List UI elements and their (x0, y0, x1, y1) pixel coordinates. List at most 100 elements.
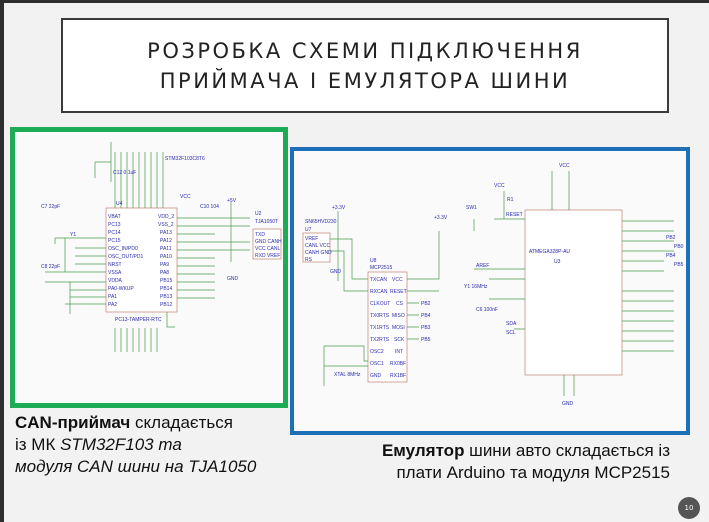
gnd-label: GND (330, 269, 342, 275)
caption-text: складається (130, 413, 233, 432)
pin-label: PA9 (160, 262, 169, 268)
pin-label: RESET (390, 289, 407, 295)
title-line-1: РОЗРОБКА СХЕМИ ПІДКЛЮЧЕННЯ (147, 38, 583, 63)
pin-label: PB14 (160, 286, 172, 292)
c7-label: C7 22pF (41, 204, 60, 210)
pin-label: PB15 (160, 278, 172, 284)
vcc-label: VCC (494, 183, 505, 189)
pin-label: GND (370, 373, 382, 379)
pin-label: INT (395, 349, 403, 355)
c6-label: C6 100nF (476, 307, 498, 313)
pin-label: OSC_IN/PD0 (108, 246, 138, 252)
pin-label: VSSA (108, 270, 122, 276)
caption-italic: STM32F103 та (60, 435, 182, 454)
pin-label: TX0RTS (370, 313, 390, 319)
pin-label: PA0-WKUP (108, 286, 134, 292)
can-receiver-schematic: U4 STM32F103C8T6 PC13-TAMPER-RTC VBAT PC… (10, 127, 288, 408)
pin-label: PA11 (160, 246, 172, 252)
port-label: PB0 (674, 244, 684, 250)
pin-label: RX1BF (390, 373, 406, 379)
pin-label: OSC2 (370, 349, 384, 355)
pin-label: SCK (394, 337, 405, 343)
port-label: PB4 (421, 313, 431, 319)
mcu-ref: U4 (116, 201, 123, 207)
pin-label: PA1 (108, 294, 117, 300)
caption-italic: модуля CAN шини на TJA1050 (15, 457, 257, 476)
rtc-label: PC13-TAMPER-RTC (115, 317, 162, 323)
mcu-name: STM32F103C8T6 (165, 156, 205, 162)
emulator-caption: Емулятор шини авто складається із плати … (330, 440, 670, 484)
c10-label: C10 104 (200, 204, 219, 210)
pin-label: RXCAN (370, 289, 388, 295)
pin-label: PC14 (108, 230, 121, 236)
pin-label: OSC_OUT/PD1 (108, 254, 144, 260)
pin-label: VDD_2 (158, 214, 174, 220)
mcp-ref: U8 (370, 258, 377, 264)
pin-label: PA8 (160, 270, 169, 276)
v5-label: +5V (227, 198, 237, 204)
bus-emulator-schematic: U7 SN65HVD230 VREF CANL VCC CANH GND RS … (290, 147, 690, 435)
sn-name: SN65HVD230 (305, 219, 337, 225)
pin-label: RXD VREF (255, 253, 280, 259)
port-label: PB2 (666, 235, 676, 241)
port-label: PB4 (666, 253, 676, 259)
caption-text: із МК (15, 435, 61, 454)
pin-label: TX2RTS (370, 337, 390, 343)
atmega-name: ATMEGA328P-AU (529, 249, 570, 255)
arduino-mcp2515-schematic: U7 SN65HVD230 VREF CANL VCC CANH GND RS … (302, 163, 684, 407)
port-label: PB5 (674, 262, 684, 268)
title-box: РОЗРОБКА СХЕМИ ПІДКЛЮЧЕННЯ ПРИЙМАЧА І ЕМ… (61, 18, 669, 113)
port-label: PB2 (421, 301, 431, 307)
pin-label: TXD (255, 232, 265, 238)
vcc-label-2: VCC (559, 163, 570, 169)
pin-label: NRST (108, 262, 122, 268)
pin-label: PC15 (108, 238, 121, 244)
pin-label: VSS_2 (158, 222, 174, 228)
v33-label: +3.3V (332, 205, 346, 211)
pin-label: PA13 (160, 230, 172, 236)
pin-label: CLKOUT (370, 301, 390, 307)
y1-label: Y1 16MHz (464, 284, 488, 290)
port-label: PB5 (421, 337, 431, 343)
pin-label: MOSI (392, 325, 405, 331)
pin-label: VBAT (108, 214, 121, 220)
vcc-label: VCC (180, 194, 191, 200)
caption-bold: Емулятор (381, 441, 465, 460)
mcp-name: MCP2515 (370, 265, 392, 271)
xtal-label: XTAL 8MHz (334, 372, 361, 378)
caption-bold: CAN-приймач (15, 413, 131, 432)
pin-label: TXCAN (370, 277, 387, 283)
sn-ref: U7 (305, 227, 312, 233)
pin-label: VREF (305, 236, 318, 242)
pin-label: PC13 (108, 222, 121, 228)
stm32-schematic: U4 STM32F103C8T6 PC13-TAMPER-RTC VBAT PC… (41, 142, 282, 352)
pin-label: GND CANH (255, 239, 282, 245)
pin-label: PA12 (160, 238, 172, 244)
pin-label: VCC (392, 277, 403, 283)
pin-label: TX1RTS (370, 325, 390, 331)
page-number: 10 (678, 497, 700, 519)
port-label: PB3 (421, 325, 431, 331)
pin-label: CS (396, 301, 404, 307)
pin-label: PA2 (108, 302, 117, 308)
pin-label: MISO (392, 313, 405, 319)
pin-label: PB12 (160, 302, 172, 308)
pin-label: RX0BF (390, 361, 406, 367)
c12-label: C12 0.1uF (113, 170, 136, 176)
gnd-label: GND (227, 276, 239, 282)
v33-label-2: +3.3V (434, 215, 448, 221)
title-line-2: ПРИЙМАЧА І ЕМУЛЯТОРА ШИНИ (159, 68, 571, 93)
pin-label: VCC CANL (255, 246, 281, 252)
can-chip-ref: U2 (255, 211, 262, 217)
gnd-label-2: GND (562, 401, 574, 407)
y1-label: Y1 (70, 232, 76, 238)
can-chip-name: TJA1050T (255, 219, 278, 225)
pin-label: RS (305, 257, 313, 263)
pin-label: VDDA (108, 278, 123, 284)
caption-text: шини авто складається із (464, 441, 670, 460)
caption-text: плати Arduino та модуля MCP2515 (396, 463, 670, 482)
aref-label: AREF (476, 263, 489, 269)
pin-label: OSC1 (370, 361, 384, 367)
pin-label: CANL VCC (305, 243, 330, 249)
r1-label: R1 (507, 197, 514, 203)
